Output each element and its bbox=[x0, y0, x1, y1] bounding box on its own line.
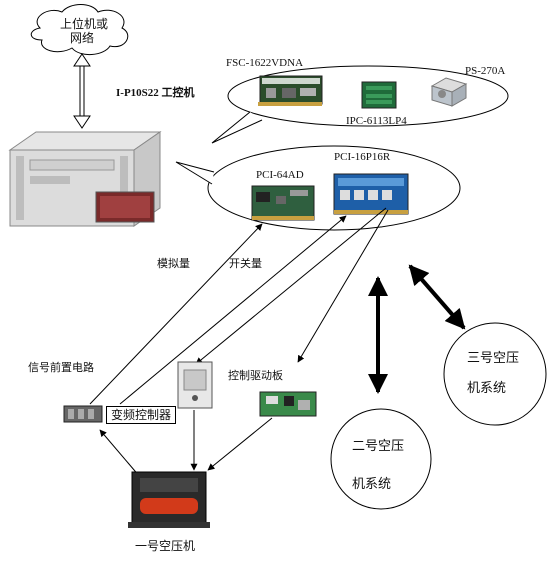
ad-card-label: PCI-64AD bbox=[256, 169, 304, 181]
compressor-2-circle bbox=[330, 408, 432, 510]
compressor-1-label: 一号空压机 bbox=[135, 539, 196, 553]
compressor-3-label-line1: 三号空压 bbox=[467, 351, 520, 366]
pci-16p16r-image bbox=[333, 173, 409, 215]
network-label-line1: 上位机或 bbox=[60, 17, 109, 31]
compressor-3-link-arrow bbox=[408, 264, 466, 330]
cpu-card-label: FSC-1622VDNA bbox=[226, 57, 304, 69]
industrial-pc bbox=[8, 131, 162, 227]
cpu-card-image bbox=[258, 75, 323, 106]
switch-label: 开关量 bbox=[229, 257, 262, 270]
io-to-control-board-line bbox=[297, 209, 389, 363]
backplane-image bbox=[361, 81, 397, 109]
pci-64ad-image bbox=[251, 185, 315, 221]
power-supply-label: PS-270A bbox=[465, 65, 506, 77]
network-link-arrow bbox=[73, 53, 91, 129]
network-label-line2: 网络 bbox=[70, 31, 95, 45]
power-supply-image bbox=[430, 77, 468, 107]
signal-circuit-module bbox=[63, 405, 103, 423]
io-to-enclosure-line bbox=[195, 207, 387, 365]
compressor-2-label-line1: 二号空压 bbox=[352, 439, 405, 454]
compressor-3-label-line2: 机系统 bbox=[467, 381, 507, 396]
signal-circuit-label: 信号前置电路 bbox=[28, 361, 94, 374]
compressor-3-circle bbox=[443, 322, 547, 426]
compressor-1-image bbox=[128, 471, 210, 528]
switch-signal-line bbox=[119, 215, 347, 405]
components-bubble-top bbox=[211, 65, 509, 144]
control-board-label: 控制驱动板 bbox=[228, 369, 283, 382]
control-enclosure bbox=[177, 361, 213, 409]
components-bubble-bottom bbox=[175, 145, 461, 231]
ipc-title: I-P10S22 工控机 bbox=[116, 87, 195, 99]
board-to-compressor-line bbox=[207, 417, 273, 471]
vfd-label: 变频控制器 bbox=[106, 406, 177, 424]
control-drive-board bbox=[259, 391, 317, 417]
analog-label: 模拟量 bbox=[157, 257, 190, 270]
bus-board-label: IPC-6113LP4 bbox=[346, 115, 407, 127]
analog-signal-line bbox=[89, 223, 263, 405]
io-card-label: PCI-16P16R bbox=[334, 151, 391, 163]
network-cloud bbox=[30, 4, 129, 55]
compressor-2-label-line2: 机系统 bbox=[352, 477, 392, 492]
